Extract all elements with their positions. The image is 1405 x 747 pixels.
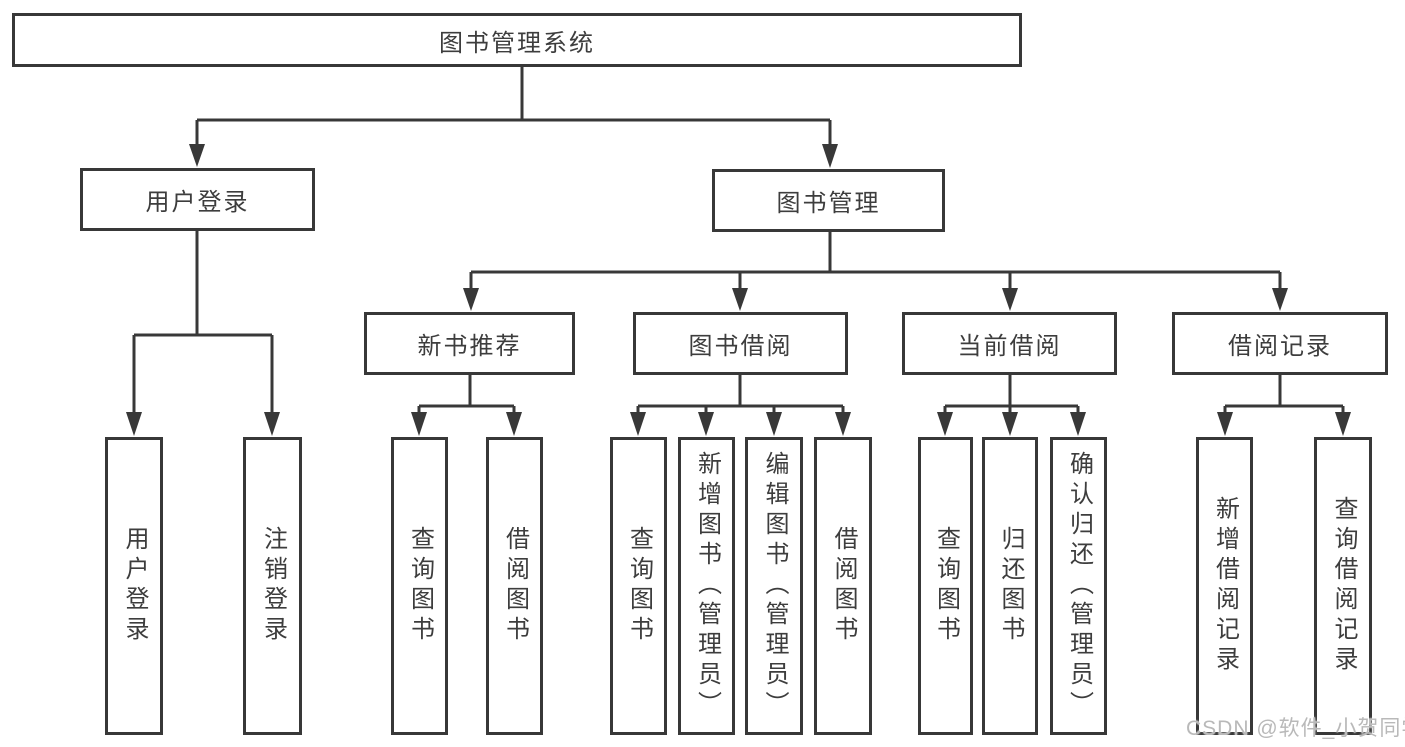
node-book-borrowing: 图书借阅 (633, 312, 848, 375)
watermark: CSDN @软件_小贺同学 (1186, 717, 1405, 740)
node-leaf-borrow-books-recommend: 借阅图书 (486, 437, 543, 735)
node-library-management-system: 图书管理系统 (12, 13, 1022, 67)
node-leaf-user-login: 用户登录 (105, 437, 163, 735)
node-current-borrowing: 当前借阅 (902, 312, 1117, 375)
node-leaf-borrow-books: 借阅图书 (814, 437, 872, 735)
node-leaf-logout: 注销登录 (243, 437, 302, 735)
node-new-book-recommendation: 新书推荐 (364, 312, 575, 375)
node-leaf-query-borrow-record: 查询借阅记录 (1314, 437, 1372, 735)
node-leaf-query-books-recommend: 查询图书 (391, 437, 448, 735)
node-book-management: 图书管理 (712, 169, 945, 232)
node-leaf-add-books-admin: 新增图书（管理员） (678, 437, 735, 735)
node-leaf-query-books-borrowing: 查询图书 (610, 437, 667, 735)
node-leaf-add-borrow-record: 新增借阅记录 (1196, 437, 1253, 735)
node-leaf-return-books: 归还图书 (982, 437, 1038, 735)
node-leaf-confirm-return-admin: 确认归还（管理员） (1050, 437, 1107, 735)
node-user-login: 用户登录 (80, 168, 315, 231)
node-borrowing-records: 借阅记录 (1172, 312, 1388, 375)
node-leaf-query-books-current: 查询图书 (918, 437, 973, 735)
node-leaf-edit-books-admin: 编辑图书（管理员） (745, 437, 803, 735)
